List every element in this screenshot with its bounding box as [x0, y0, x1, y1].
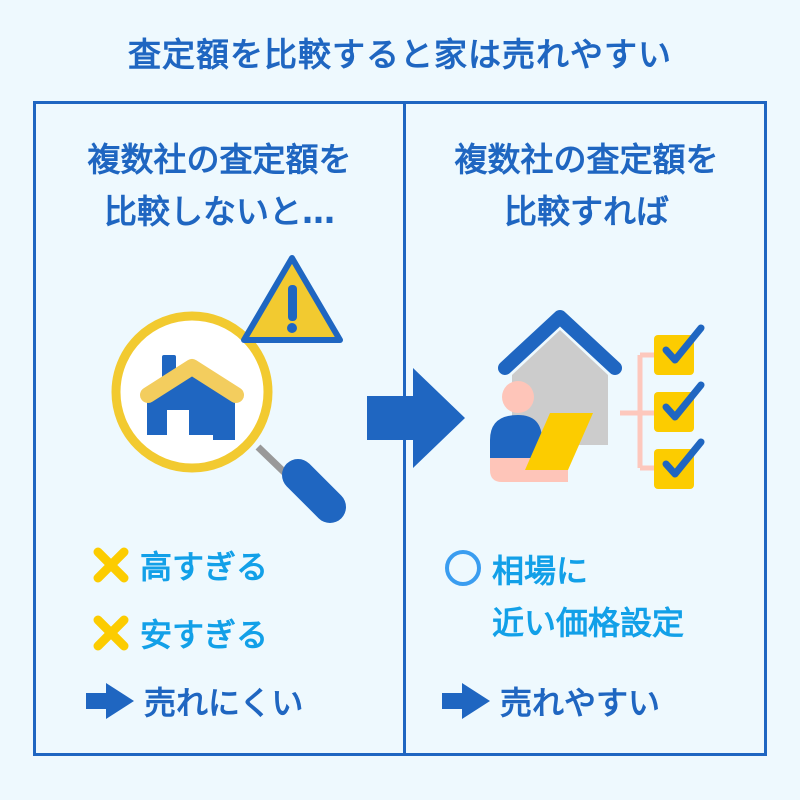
- cross-icon: [93, 547, 129, 583]
- cross-icon: [93, 615, 129, 651]
- left-heading-line1: 複数社の査定額を: [87, 140, 352, 179]
- arrow-right-icon: [86, 683, 134, 719]
- right-heading: 複数社の査定額を 比較すれば: [406, 134, 767, 238]
- result-label: 売れにくい: [144, 684, 304, 722]
- left-heading-line2: 比較しないと…: [104, 192, 335, 231]
- result-label: 売れやすい: [500, 684, 661, 722]
- comparison-frame: [33, 101, 767, 756]
- circle-icon: [445, 550, 481, 586]
- left-result: 売れにくい: [86, 678, 303, 724]
- right-heading-line1: 複数社の査定額を: [454, 140, 719, 179]
- right-result: 売れやすい: [442, 678, 660, 724]
- item-label: 高すぎる: [140, 548, 269, 586]
- item-label-line2: 近い価格設定: [492, 604, 685, 642]
- page-title: 査定額を比較すると家は売れやすい: [128, 35, 672, 74]
- center-arrow-icon: [367, 368, 465, 468]
- arrow-right-icon: [442, 683, 490, 719]
- item-label-line1: 相場に: [492, 552, 589, 590]
- left-item-too-high: 高すぎる: [90, 542, 268, 588]
- magnifier-house-warning-icon: [111, 255, 346, 523]
- left-heading: 複数社の査定額を 比較しないと…: [36, 134, 403, 238]
- right-item-market-price: 相場に 近い価格設定: [442, 545, 684, 649]
- right-heading-line2: 比較すれば: [504, 192, 669, 231]
- item-label: 相場に 近い価格設定: [492, 545, 684, 649]
- left-item-too-low: 安すぎる: [90, 610, 268, 656]
- item-label: 安すぎる: [140, 616, 269, 654]
- house-checklist-icon: [490, 310, 705, 489]
